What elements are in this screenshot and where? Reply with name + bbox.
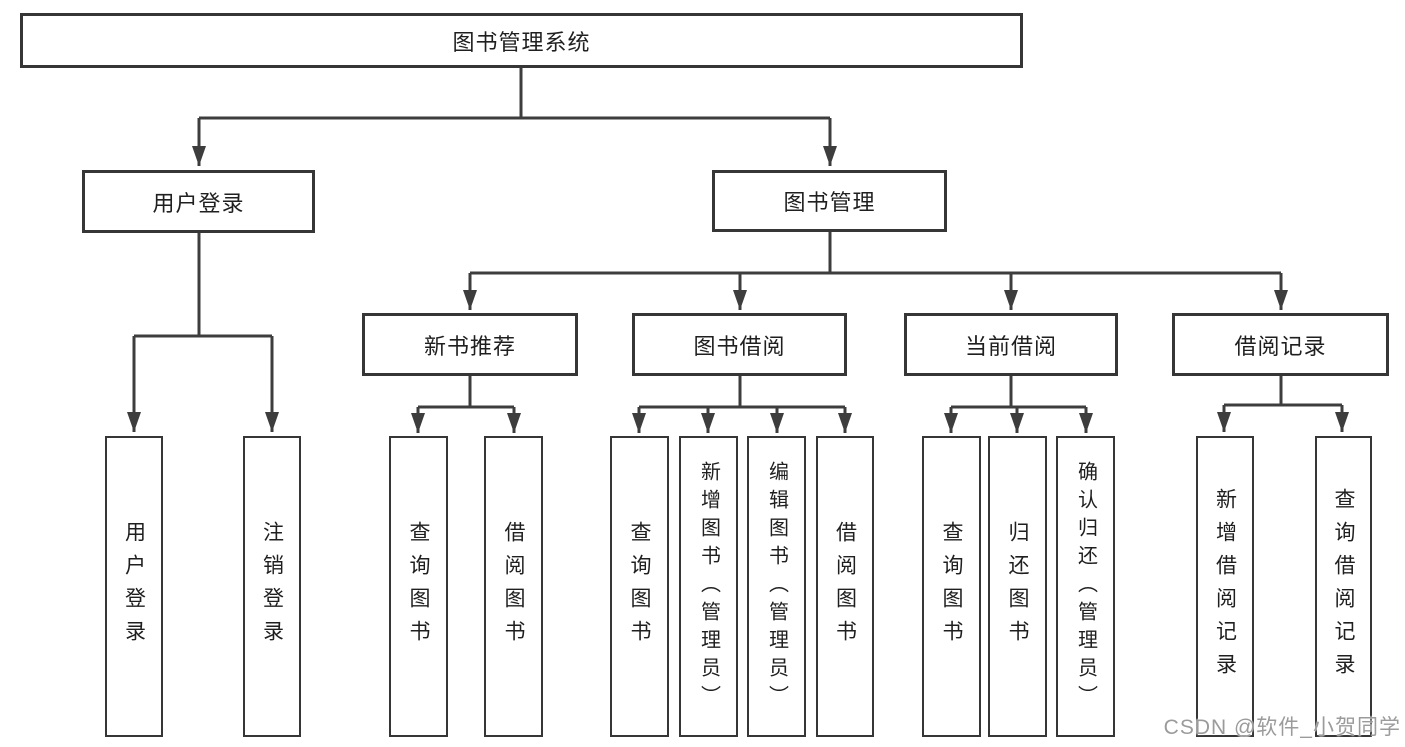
node-leaf-nb-borrow-books-label: 借阅图书 <box>502 520 525 653</box>
node-leaf-bb-borrow-books-label: 借阅图书 <box>833 520 857 653</box>
node-root: 图书管理系统 <box>20 13 1023 68</box>
node-new-book-recommend: 新书推荐 <box>362 313 578 376</box>
node-borrowing-records: 借阅记录 <box>1172 313 1389 376</box>
node-leaf-nb-borrow-books: 借阅图书 <box>484 436 543 737</box>
node-user-login-label: 用户登录 <box>152 190 245 216</box>
node-leaf-cb-query-books-label: 查询图书 <box>940 520 963 653</box>
node-leaf-nb-query-books: 查询图书 <box>389 436 448 737</box>
node-leaf-br-add-record-label: 新增借阅记录 <box>1213 487 1237 686</box>
node-current-borrowing-label: 当前借阅 <box>964 333 1057 359</box>
node-book-management-label: 图书管理 <box>783 190 876 215</box>
node-borrowing-records-label: 借阅记录 <box>1234 333 1327 359</box>
csdn-watermark: CSDN @软件_小贺同学 <box>1163 716 1401 739</box>
node-leaf-bb-borrow-books: 借阅图书 <box>816 436 874 737</box>
node-leaf-user-login-label: 用户登录 <box>122 520 146 653</box>
node-leaf-cb-confirm-return-admin-label: 确认归还（管理员） <box>1074 460 1097 713</box>
node-leaf-logout: 注销登录 <box>243 436 301 737</box>
node-leaf-logout-label: 注销登录 <box>260 520 284 653</box>
node-book-borrowing-label: 图书借阅 <box>693 333 786 359</box>
node-book-borrowing: 图书借阅 <box>632 313 847 376</box>
node-root-label: 图书管理系统 <box>452 29 591 55</box>
node-leaf-cb-confirm-return-admin: 确认归还（管理员） <box>1056 436 1115 737</box>
node-leaf-bb-add-books-admin: 新增图书（管理员） <box>679 436 738 737</box>
node-leaf-nb-query-books-label: 查询图书 <box>407 520 430 653</box>
node-leaf-cb-query-books: 查询图书 <box>922 436 981 737</box>
node-leaf-user-login: 用户登录 <box>105 436 163 737</box>
node-leaf-cb-return-books: 归还图书 <box>988 436 1047 737</box>
node-user-login: 用户登录 <box>82 170 315 233</box>
node-leaf-bb-query-books-label: 查询图书 <box>628 520 651 653</box>
node-leaf-cb-return-books-label: 归还图书 <box>1006 520 1029 653</box>
node-leaf-bb-query-books: 查询图书 <box>610 436 669 737</box>
node-current-borrowing: 当前借阅 <box>904 313 1118 376</box>
node-leaf-bb-add-books-admin-label: 新增图书（管理员） <box>697 460 720 713</box>
node-leaf-br-add-record: 新增借阅记录 <box>1196 436 1254 737</box>
node-leaf-br-query-record-label: 查询借阅记录 <box>1332 487 1355 686</box>
node-leaf-bb-edit-books-admin: 编辑图书（管理员） <box>747 436 806 737</box>
node-leaf-br-query-record: 查询借阅记录 <box>1315 436 1372 737</box>
node-new-book-recommend-label: 新书推荐 <box>423 333 516 359</box>
node-book-management: 图书管理 <box>712 170 947 232</box>
node-leaf-bb-edit-books-admin-label: 编辑图书（管理员） <box>765 460 788 713</box>
